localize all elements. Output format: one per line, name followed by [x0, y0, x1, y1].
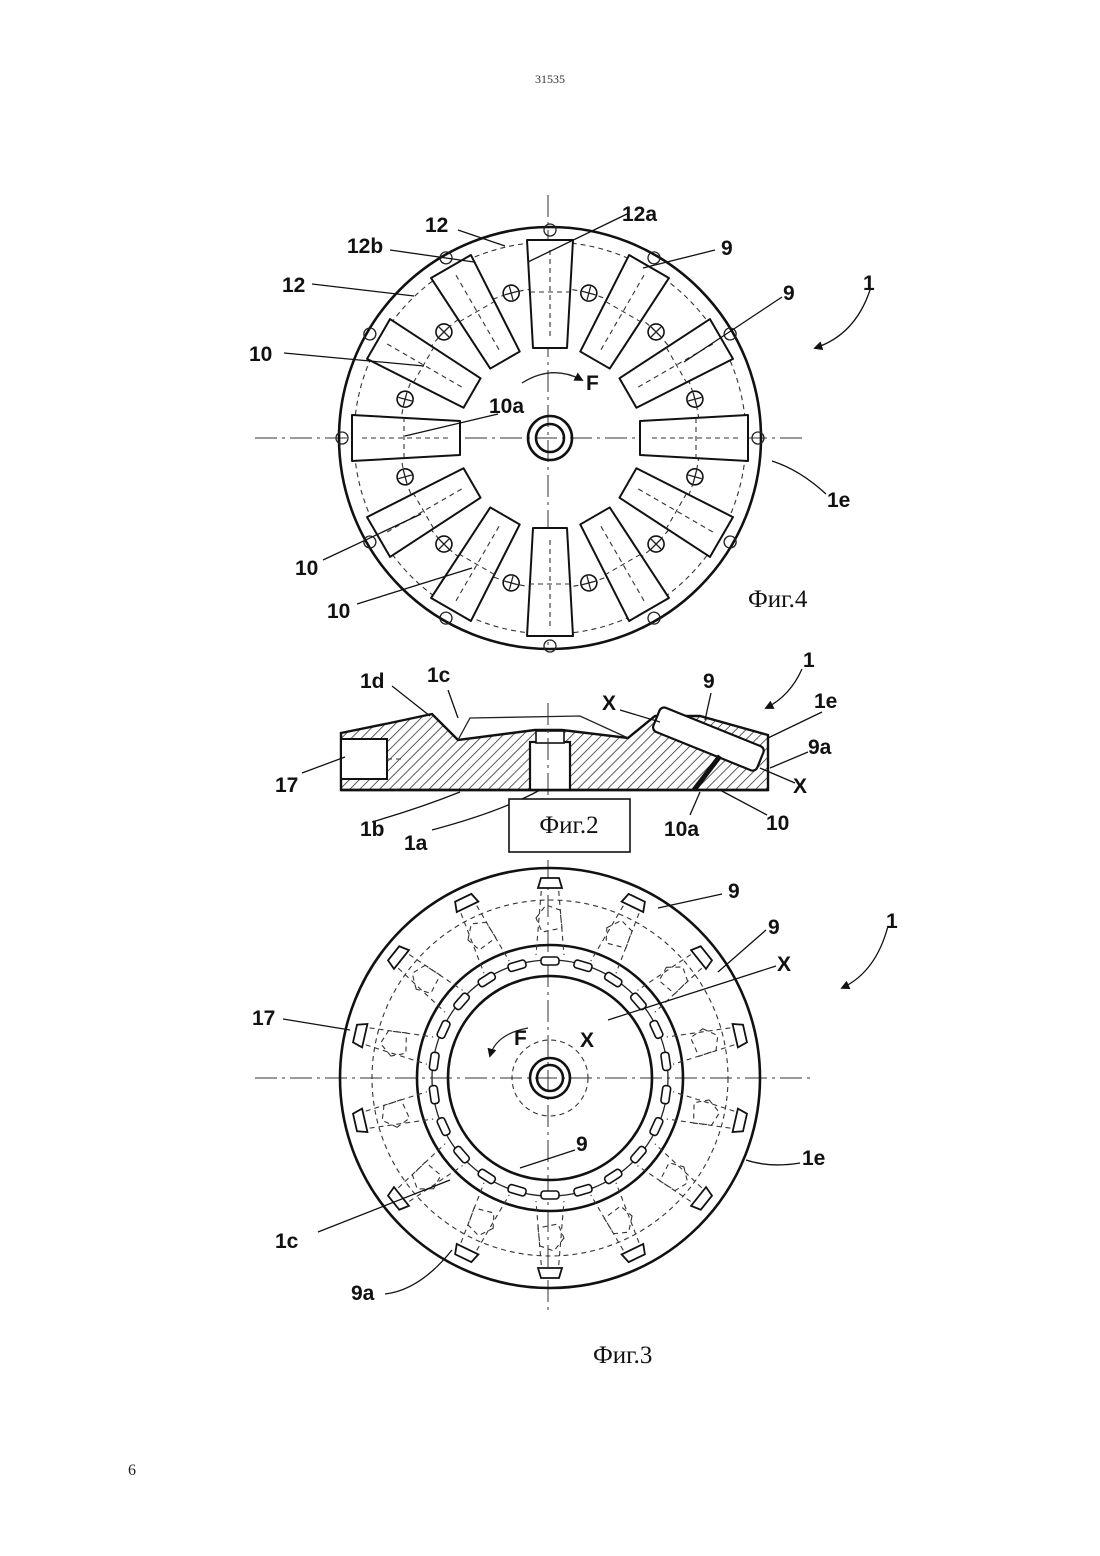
fig2-caption: Фиг.2 — [539, 812, 598, 839]
fig3-ring-slot — [573, 1184, 593, 1197]
fig4-label-9-right: 9 — [783, 282, 795, 305]
fig3-ring-slot — [604, 971, 623, 987]
fig2-label-9a: 9a — [808, 736, 832, 759]
figure-2: 1d 1c 1 9 X 1e 9a 17 X 1b 1a 10a 10 Фиг.… — [275, 649, 837, 855]
fig3-ring-slot — [573, 959, 593, 972]
fig4-label-10a: 10a — [489, 395, 524, 418]
fig3-label-9-lower: 9 — [576, 1133, 588, 1156]
fig2-label-9: 9 — [703, 670, 715, 693]
fig3-label-1c: 1c — [275, 1230, 299, 1253]
fig3-ring-slot — [661, 1085, 671, 1104]
fig4-label-1: 1 — [863, 272, 875, 295]
fig3-insert-tip — [386, 944, 409, 969]
fig3-ring-slot — [507, 959, 527, 972]
fig3-insert-tip — [386, 1187, 409, 1212]
fig2-label-10: 10 — [766, 812, 789, 835]
fig3-label-17: 17 — [252, 1007, 275, 1030]
fig4-label-10-lower: 10 — [295, 557, 318, 580]
fig3-ring-slot — [541, 957, 559, 965]
fig3-insert-tip — [622, 1244, 648, 1263]
fig3-insert-tip — [733, 1022, 748, 1048]
fig3-insert — [385, 1144, 463, 1214]
fig3-insert — [536, 1201, 564, 1278]
fig3-ring-slot — [477, 1168, 496, 1184]
fig3-insert — [536, 878, 564, 955]
fig3-label-9a: 9a — [351, 1282, 375, 1305]
fig2-label-10a: 10a — [664, 818, 699, 841]
fig4-label-12b: 12b — [347, 235, 383, 258]
fig2-label-X-bottom: X — [793, 775, 807, 798]
fig3-insert-tip — [352, 1022, 367, 1048]
fig3-insert-tip — [691, 944, 714, 969]
fig3-label-F: F — [514, 1027, 527, 1050]
fig2-label-X-top: X — [602, 692, 616, 715]
fig2-hub-bore — [530, 742, 570, 790]
fig4-rotation-arrow — [522, 373, 582, 383]
fig3-insert-tip — [538, 878, 562, 888]
fig3-caption: Фиг.3 — [593, 1342, 652, 1369]
fig2-label-1d: 1d — [360, 670, 385, 693]
fig3-label-1: 1 — [886, 910, 898, 933]
fig3-ring-slot — [661, 1052, 671, 1071]
fig3-label-1e: 1e — [802, 1147, 825, 1170]
fig3-ring-slot — [477, 971, 496, 987]
fig3-insert — [591, 1183, 650, 1265]
fig3-insert — [591, 892, 650, 974]
fig4-label-10-left: 10 — [249, 343, 272, 366]
fig4-pocket — [640, 415, 764, 487]
fig4-label-12-top: 12 — [425, 214, 448, 237]
fig4-label-12-left: 12 — [282, 274, 305, 297]
fig3-label-9-upper: 9 — [768, 916, 780, 939]
fig2-label-1b: 1b — [360, 818, 385, 841]
fig4-label-9-upper: 9 — [721, 237, 733, 260]
fig3-insert-tip — [352, 1109, 367, 1135]
fig4-pocket — [336, 389, 460, 461]
fig3-ring-slot — [429, 1052, 439, 1071]
fig3-insert-tip — [733, 1109, 748, 1135]
figure-4: 12 12a 12b 9 9 12 1 10 F 10a 1e 10 10 Фи… — [249, 195, 875, 652]
fig3-insert — [451, 892, 510, 974]
fig3-leaders — [283, 894, 888, 1294]
fig4-label-1e: 1e — [827, 489, 850, 512]
fig3-label-X-right: X — [777, 953, 791, 976]
fig3-insert — [637, 942, 715, 1012]
fig4-caption: Фиг.4 — [748, 586, 808, 613]
fig3-ring-slot — [507, 1184, 527, 1197]
fig3-insert — [451, 1183, 510, 1265]
fig3-ring-slot — [436, 1117, 451, 1137]
fig3-labels: 9 9 1 X 17 F X 9 1e 1c 9a Фиг.3 — [252, 880, 898, 1369]
fig2-label-1: 1 — [803, 649, 815, 672]
fig3-insert-tip — [538, 1268, 562, 1278]
fig3-insert-tip — [691, 1187, 714, 1212]
fig3-ring-slot — [649, 1020, 664, 1040]
fig3-ring-slot — [453, 992, 471, 1011]
fig4-leaders — [284, 214, 870, 604]
fig4-pocket — [501, 528, 573, 652]
fig3-ring-slot — [429, 1085, 439, 1104]
fig4-label-12a: 12a — [622, 203, 657, 226]
fig3-ring-slot — [541, 1191, 559, 1199]
fig2-label-1e: 1e — [814, 690, 837, 713]
fig3-insert-tip — [452, 1244, 478, 1263]
fig2-label-17: 17 — [275, 774, 298, 797]
fig4-pocket — [527, 224, 599, 348]
fig3-label-9-top: 9 — [728, 880, 740, 903]
fig3-ring-slot — [630, 1145, 648, 1164]
fig2-label-1a: 1a — [404, 832, 428, 855]
fig2-label-1c: 1c — [427, 664, 451, 687]
fig3-insert-tip — [622, 893, 648, 912]
fig2-pocket-17 — [341, 739, 387, 779]
fig3-ring-slot — [436, 1020, 451, 1040]
fig3-ring-slot — [604, 1168, 623, 1184]
fig3-label-X-center: X — [580, 1029, 594, 1052]
figure-3: 9 9 1 X 17 F X 9 1e 1c 9a Фиг.3 — [252, 860, 898, 1369]
fig3-insert-tip — [452, 893, 478, 912]
fig4-label-10-bottom: 10 — [327, 600, 350, 623]
fig3-ring-slot — [453, 1145, 471, 1164]
fig4-label-F: F — [586, 372, 599, 395]
fig3-ring-slot — [649, 1117, 664, 1137]
